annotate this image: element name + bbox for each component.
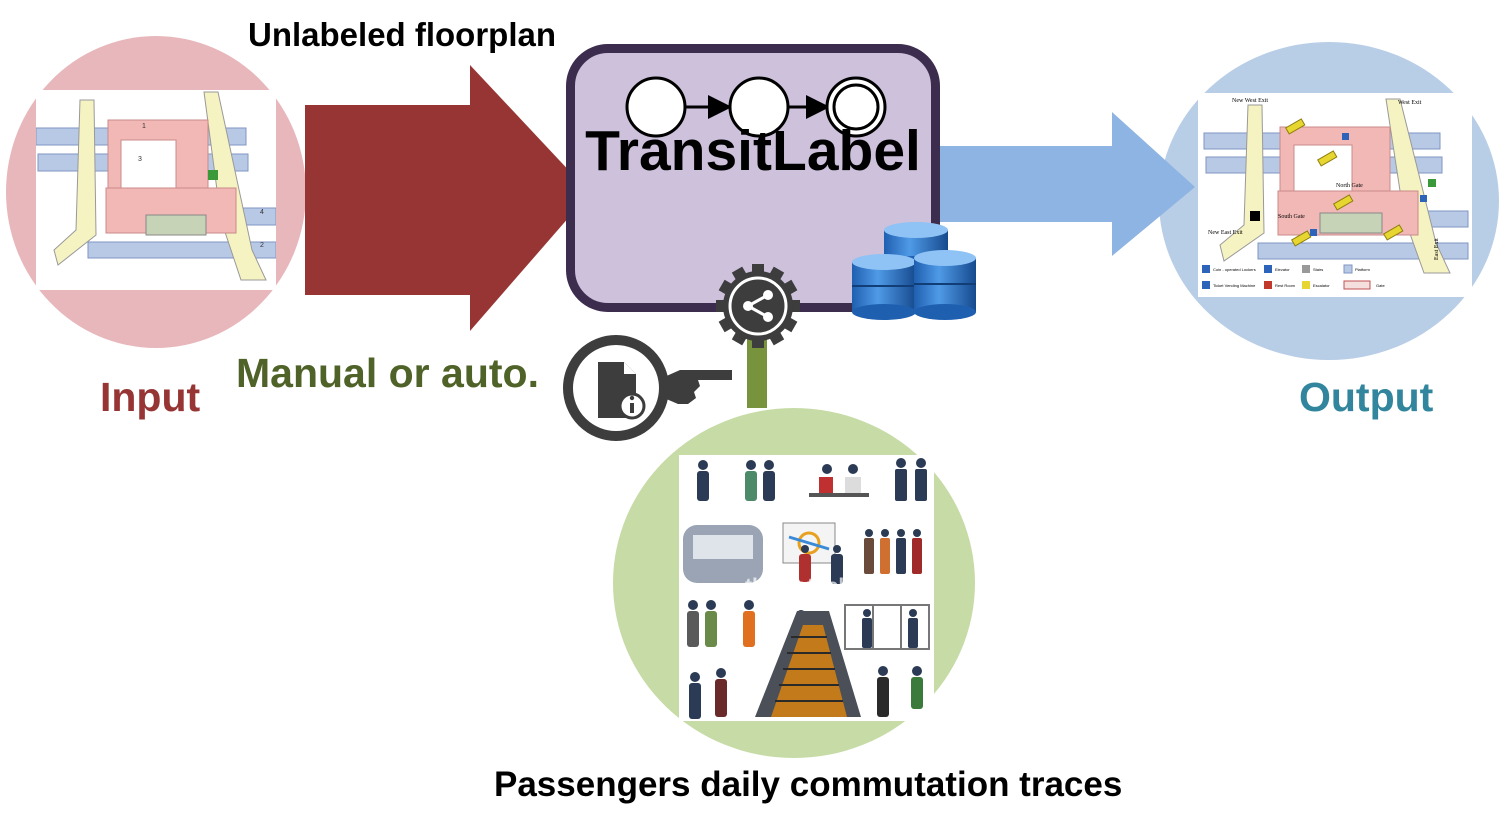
floor-number-4: 4 [260, 209, 264, 216]
legend-restroom: Rest Room [1275, 283, 1296, 288]
stock-watermark: thinkstock [745, 575, 851, 598]
legend-escalator: Escalator [1313, 283, 1330, 288]
map-label-new-east-exit: New East Exit [1208, 230, 1243, 236]
unlabeled-floorplan-label: Unlabeled floorplan [248, 16, 557, 53]
passenger-collage-image: thinkstock [679, 455, 934, 721]
database-icon [852, 222, 976, 320]
tool-name: TransitLabel [585, 119, 921, 183]
map-label-north-gate: North Gate [1336, 183, 1363, 189]
map-label-south-gate: South Gate [1278, 214, 1305, 220]
output-labeled-floorplan-image: New West Exit West Exit North Gate South… [1198, 93, 1472, 297]
floor-number-2: 2 [260, 242, 264, 249]
passenger-figures [683, 458, 930, 719]
transitlabel-box: TransitLabel [566, 44, 940, 312]
document-info-magnifier-icon [563, 335, 732, 441]
passengers-traces-label: Passengers daily commutation traces [494, 765, 1123, 804]
input-arrow [305, 65, 590, 331]
map-label-new-west-exit: New West Exit [1232, 98, 1269, 104]
output-arrow [930, 112, 1195, 256]
state-machine-icon [625, 76, 887, 138]
input-label: Input [100, 374, 201, 420]
share-gear-icon [716, 264, 800, 348]
manual-or-auto-label: Manual or auto. [236, 350, 539, 396]
floor-number-1: 1 [142, 123, 146, 130]
legend-stairs: Stairs [1313, 267, 1324, 272]
map-label-west-exit: West Exit [1398, 100, 1422, 106]
legend-gate: Gate [1376, 283, 1385, 288]
legend-elevator: Elevator [1275, 267, 1290, 272]
floorplan-drawing [36, 91, 276, 281]
legend-ticket-machine: Ticket Vending Machine [1213, 283, 1256, 288]
map-label-east-exit: East Exit [1434, 238, 1440, 260]
input-floorplan-image: 1 3 4 2 [36, 90, 276, 290]
output-label: Output [1299, 374, 1434, 420]
legend-platform: Platform [1355, 267, 1370, 272]
legend-locker: Coin - operated Lockers [1213, 267, 1256, 272]
floor-number-3: 3 [138, 156, 142, 163]
labeled-floorplan-drawing [1202, 98, 1469, 290]
